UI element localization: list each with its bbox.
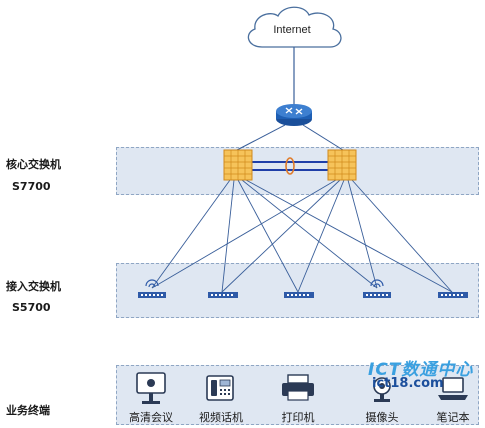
internet-label: Internet [273,24,310,36]
terminal-label-printer: 打印机 [281,411,315,424]
internet-cloud-icon: Internet [247,6,342,48]
printer-icon [282,374,314,401]
core-layer-model: S7700 [12,180,51,193]
watermark-text: ICT数通中心 [368,360,474,380]
stack-ring-icon [285,157,295,175]
terminal-label-laptop: 笔记本 [436,411,470,424]
video-conference-icon [136,372,166,404]
access-switch-4-icon [363,279,391,298]
access-switch-3-icon [284,292,314,298]
terminal-label-camera: 摄像头 [365,411,399,424]
video-phone-icon [206,375,234,401]
router-core-left-link [236,124,286,151]
core-switch-left-icon [223,149,253,181]
access-switch-2-icon [208,292,238,298]
camera-icon [373,377,391,402]
access-switch-5-icon [438,292,468,298]
access-layer-model: S5700 [12,301,51,314]
router-core-right-link [302,124,344,151]
terminal-label-conference: 高清会议 [129,411,173,424]
terminal-label-phone: 视频话机 [199,411,243,424]
watermark-url: ict18.com [372,376,444,391]
access-switch-1-icon [138,279,166,298]
access-layer-title: 接入交换机 [6,280,61,293]
core-access-links [151,179,453,293]
core-layer-title: 核心交换机 [6,158,61,171]
core-switch-right-icon [327,149,357,181]
router-icon [276,104,312,126]
terminal-layer-title: 业务终端 [6,404,50,417]
laptop-icon [438,377,468,400]
